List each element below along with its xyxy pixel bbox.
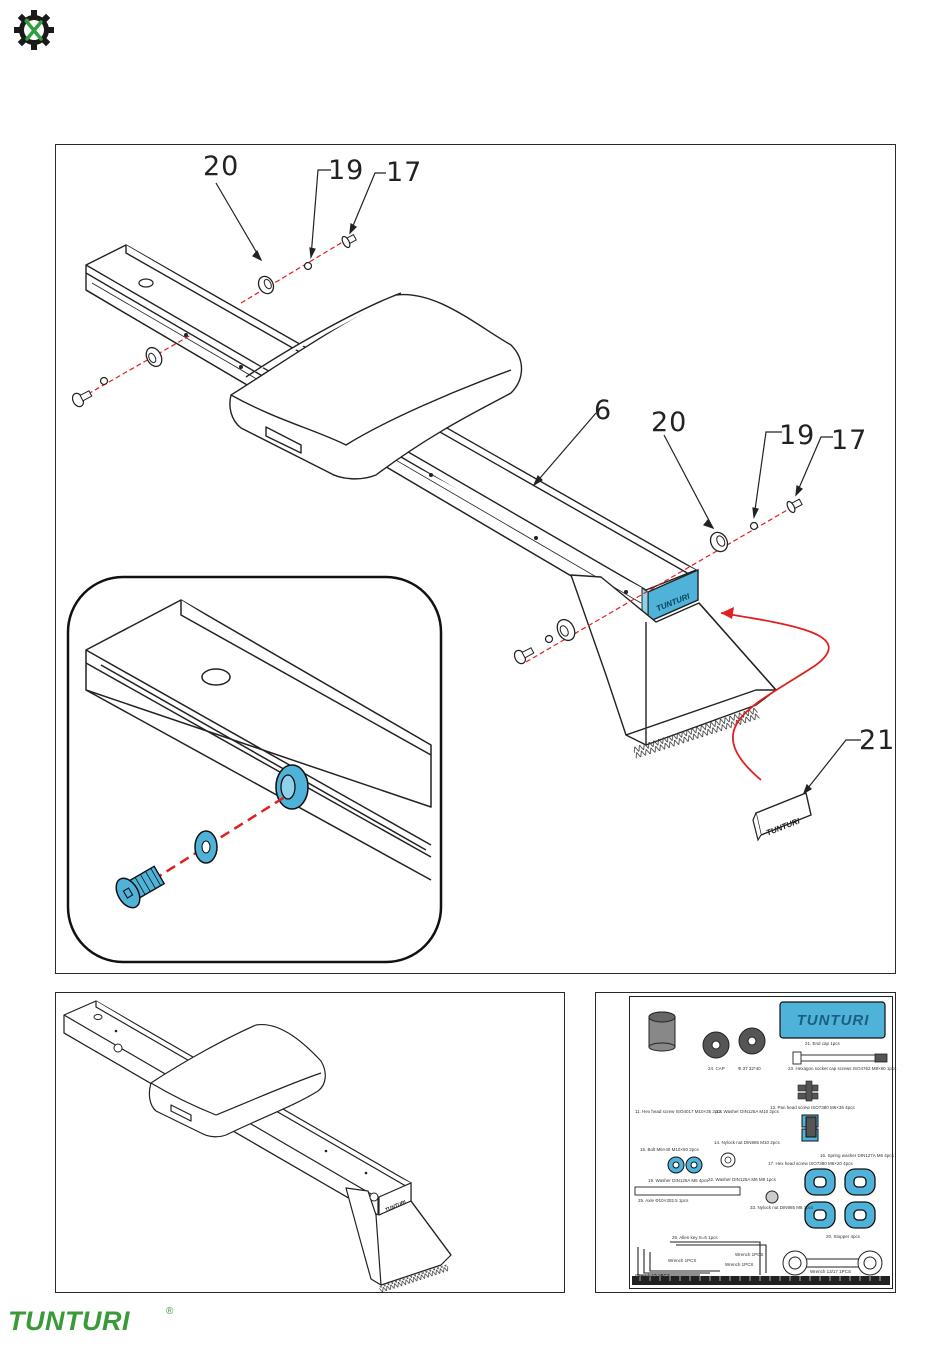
label-hex-head-b: 17. Hex head screw ISO7380 M6×20 4pcs <box>768 1161 853 1166</box>
hardware-brand-plate-label: TUNTURI <box>796 1012 870 1029</box>
label-wrench-large: Wrench 13/17 1PCS <box>810 1269 851 1274</box>
assembled-view-panel: TUNTURI <box>55 992 565 1294</box>
label-cap-size: Ф.37 32*40 <box>738 1066 761 1071</box>
label-allen-wrench: Wrench 1PCS <box>735 1252 764 1257</box>
label-stopper: 20. Stopper 4pcs <box>826 1234 861 1239</box>
registered-mark: ® <box>166 1306 174 1317</box>
main-assembly-drawing: TUNTURI <box>66 169 861 964</box>
label-wrench-bottom: Wrench 13 1PCS <box>635 1273 670 1278</box>
label-bolt: 15. Bolt M6×40 M10×50 2pcs <box>640 1147 699 1152</box>
callout-6: 6 <box>594 395 613 426</box>
label-allen-key: 26. Allen key S=6 1pcs <box>672 1235 718 1240</box>
label-washer-b: 19. Washer DIN125A M6 4pcs <box>648 1178 709 1183</box>
tunturi-gear-icon <box>12 8 56 52</box>
label-wrench-mid: Wrench 1PCS <box>725 1262 754 1267</box>
callout-19-top: 19 <box>328 155 365 186</box>
hardware-sheet-panel: TUNTURI 21. End cap 1pcs 23. Hexagon soc… <box>595 992 896 1293</box>
end-cap-part-21: TUNTURI <box>752 792 812 842</box>
label-wrench-small: Wrench 1PCS <box>668 1258 697 1263</box>
label-axle: 25. Axle Ф10×302.5 1pcs <box>638 1198 689 1203</box>
main-assembly-panel: TUNTURI <box>55 144 896 974</box>
callout-17-right: 17 <box>831 425 868 456</box>
callout-21: 21 <box>859 725 896 756</box>
label-washer-a: 12. Washer DIN125A M10 2pcs <box>716 1109 779 1114</box>
label-cap: 24. CAP <box>708 1066 725 1071</box>
callout-19-right: 19 <box>779 420 816 451</box>
hardware-card-drawing <box>632 1001 890 1285</box>
hardware-card: TUNTURI 21. End cap 1pcs 23. Hexagon soc… <box>629 996 897 1289</box>
label-nylon-nut-b: 33. Nylock nut DIN985 M8 1pcs <box>750 1205 814 1210</box>
callout-20-right: 20 <box>651 407 688 438</box>
assembled-view-drawing: TUNTURI <box>63 1000 452 1294</box>
label-hex-head-a: 11. Hex head screw ISO4017 M10×35 2pcs <box>635 1109 722 1114</box>
label-hex-socket-screw: 23. Hexagon socket cap screws ISO4762 M8… <box>788 1066 897 1071</box>
callout-17-top: 17 <box>386 157 423 188</box>
label-pan-head: 13. Pan head screw ISO7380 M6×35 4pcs <box>770 1105 855 1110</box>
zoom-inset <box>66 575 443 964</box>
label-end-cap: 21. End cap 1pcs <box>805 1041 840 1046</box>
hardware-right <box>513 498 803 665</box>
label-washer-c: 22. Washer DIN125A M6 M8 1pcs <box>708 1177 776 1182</box>
footer-brand-logo: TUNTURI <box>8 1306 130 1336</box>
hardware-top-left <box>71 233 357 408</box>
callout-20-top: 20 <box>203 151 240 182</box>
label-nylon-nut-a: 14. Nylock nut DIN985 M10 2pcs <box>714 1140 780 1145</box>
label-spring-washer: 16. Spring washer DIN127A M6 4pcs <box>820 1153 894 1158</box>
